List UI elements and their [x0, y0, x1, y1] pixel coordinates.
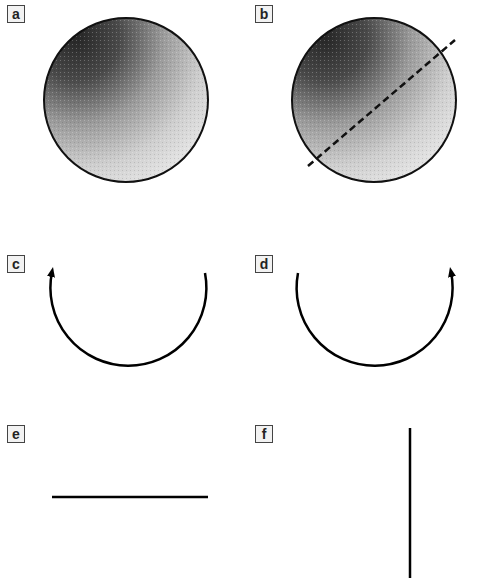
panel-letter: e	[7, 425, 25, 443]
panel-letter: c	[7, 255, 25, 273]
panel-letter: a	[7, 5, 25, 23]
panel-letter: f	[255, 425, 273, 443]
shaded-disc-split	[292, 18, 456, 182]
panel-letter: b	[255, 5, 273, 23]
horizontal-line	[52, 496, 208, 499]
rotation-arc	[50, 272, 206, 366]
vertical-line	[409, 428, 412, 578]
panel-letter: d	[255, 255, 273, 273]
shaded-disc	[44, 18, 208, 182]
rotation-arc	[297, 272, 453, 366]
